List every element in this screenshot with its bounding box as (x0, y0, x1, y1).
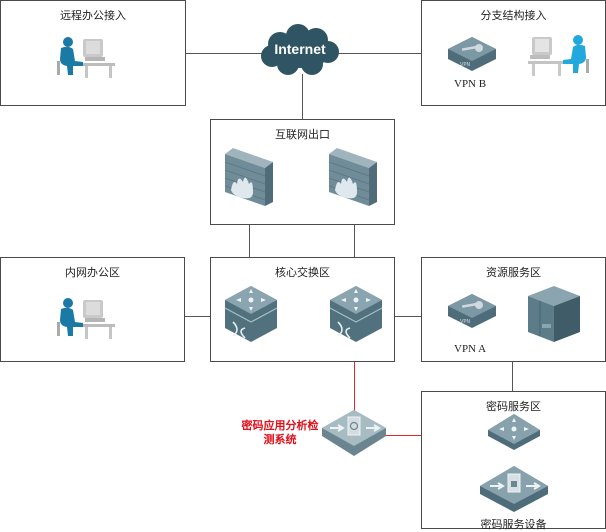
link-remote-to-internet (186, 53, 266, 54)
link-core-to-analysis (354, 340, 355, 412)
vpn-a-label: VPN A (454, 343, 487, 355)
zone-title: 远程办公接入 (60, 9, 126, 22)
zone-title: 分支结构接入 (480, 9, 547, 22)
firewall-icon (327, 146, 379, 206)
zone-remote-office: 远程办公接入 (0, 0, 186, 106)
workstation-user-icon (528, 33, 592, 77)
firewall-icon (223, 146, 275, 206)
core-switch-icon (223, 284, 279, 344)
zone-title: 互联网出口 (275, 128, 330, 141)
server-icon (526, 284, 582, 344)
zone-title: 内网办公区 (65, 266, 120, 279)
zone-internet-exit: 互联网出口 (210, 119, 395, 225)
zone-title: 核心交换区 (275, 266, 330, 279)
crypto-switch-icon (486, 412, 542, 452)
link-exit-to-core-right (354, 225, 355, 257)
zone-core-switch: 核心交换区 (210, 257, 395, 362)
analysis-system-device-icon (320, 408, 388, 458)
link-internet-to-branch (338, 53, 421, 54)
analysis-system-label: 密码应用分析检测系统 (241, 419, 319, 446)
internet-cloud-icon: Internet (258, 24, 342, 78)
vpn-b-label: VPN B (454, 78, 487, 90)
crypto-device-icon (478, 464, 550, 514)
zone-title: 资源服务区 (486, 266, 541, 279)
vpn-device-icon: VPN (446, 292, 498, 332)
link-resource-to-crypto (512, 361, 513, 391)
crypto-device-label: 密码服务设备 (480, 518, 547, 531)
zone-title: 密码服务区 (486, 400, 541, 413)
link-intranet-to-core (185, 316, 210, 317)
vpn-device-icon: VPN (446, 35, 498, 75)
svg-text:VPN: VPN (460, 62, 470, 68)
zone-intranet-office: 内网办公区 (0, 257, 185, 362)
internet-label: Internet (274, 41, 326, 57)
zone-branch: 分支结构接入 VPN VPN B (421, 0, 606, 106)
workstation-user-icon (55, 296, 119, 340)
link-internet-to-exit (302, 74, 303, 119)
zone-crypto-service: 密码服务区 密码服务设备 (421, 391, 606, 531)
workstation-user-icon (55, 35, 119, 79)
zone-resource-service: 资源服务区 VPN VPN A (421, 257, 606, 362)
link-exit-to-core-left (249, 225, 250, 257)
svg-text:VPN: VPN (460, 319, 470, 325)
core-switch-icon (328, 284, 384, 344)
link-core-to-resource (395, 316, 421, 317)
